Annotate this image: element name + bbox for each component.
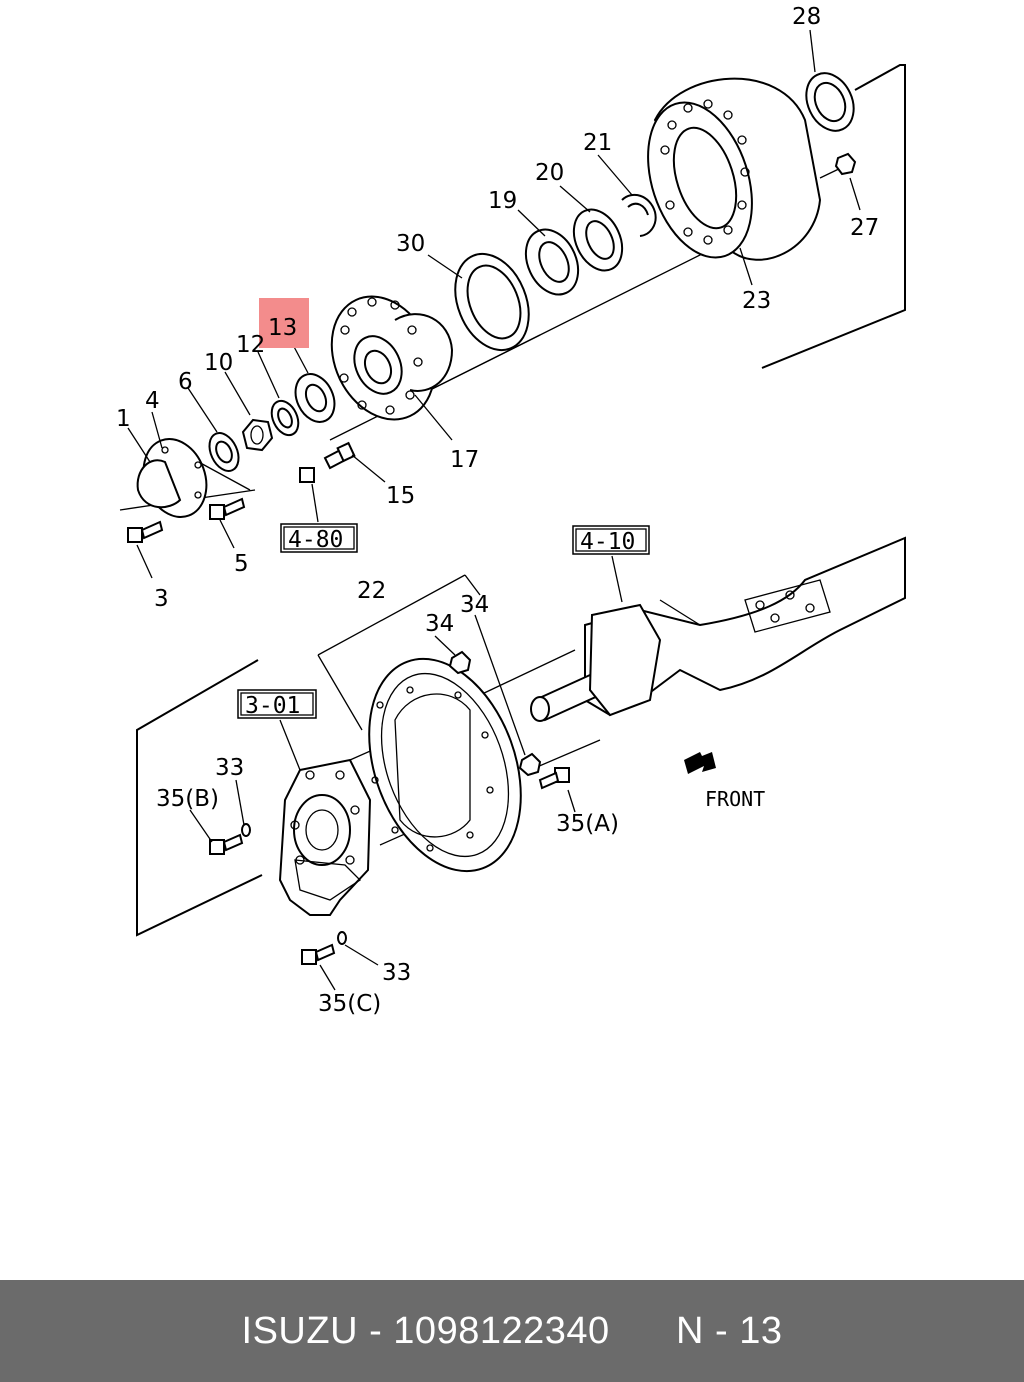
callout-22: 22 (357, 578, 386, 604)
callout-1: 1 (116, 406, 131, 432)
bolt-35b (209, 833, 244, 855)
wheel-hub (330, 295, 454, 421)
callout-35a: 35(A) (556, 811, 619, 837)
callout-13: 13 (268, 315, 297, 341)
callout-highlight (259, 298, 309, 348)
front-direction-label: FRONT (705, 787, 765, 811)
cap-bolt-3 (127, 520, 164, 543)
footer-separator: - (358, 1309, 394, 1352)
caliper-bracket (278, 758, 372, 916)
callout-4: 4 (145, 388, 160, 414)
cap-bolt-5 (209, 497, 246, 520)
front-arrow-icon (684, 752, 716, 774)
exploded-parts-diagram: 28 21 20 19 30 27 23 13 12 10 6 4 1 17 1… (116, 4, 906, 1017)
callout-34-right: 34 (460, 592, 489, 618)
upper-leader-lines (127, 29, 861, 579)
svg-text:3-01: 3-01 (245, 693, 300, 719)
footer-bar: ISUZU - 1098122340 N - 13 (0, 1280, 1024, 1382)
reference-box-4-80: 4-80 (280, 523, 358, 553)
outer-bearing (572, 208, 624, 272)
callout-10: 10 (204, 350, 233, 376)
abs-tone-ring (454, 252, 530, 352)
callout-33-upper: 33 (215, 755, 244, 781)
footer-gap (610, 1310, 676, 1353)
footer-part-number: 1098122340 (393, 1309, 610, 1352)
callout-12: 12 (236, 332, 265, 358)
callout-30: 30 (396, 231, 425, 257)
snap-ring (621, 193, 657, 237)
oil-seal (805, 72, 855, 132)
reference-box-4-10: 4-10 (572, 525, 650, 555)
callout-23: 23 (742, 288, 771, 314)
callout-35c: 35(C) (318, 991, 381, 1017)
callout-27: 27 (850, 215, 879, 241)
callout-33-lower: 33 (382, 960, 411, 986)
bolt-35a (538, 767, 570, 790)
svg-text:4-80: 4-80 (288, 527, 343, 553)
washer (270, 399, 300, 437)
callout-15: 15 (386, 483, 415, 509)
lower-leader-lines (189, 555, 623, 991)
callout-19: 19 (488, 188, 517, 214)
brake-drum (647, 77, 822, 261)
callout-17: 17 (450, 447, 479, 473)
footer-brand: ISUZU (241, 1309, 359, 1352)
backing-plate (368, 657, 522, 873)
callout-35b: 35(B) (156, 786, 219, 812)
callout-21: 21 (583, 130, 612, 156)
hub-cap (136, 438, 208, 518)
wheel-nut (834, 152, 857, 176)
svg-text:4-10: 4-10 (580, 529, 635, 555)
bolt-35c (301, 943, 336, 965)
callout-6: 6 (178, 369, 193, 395)
plate-nut-lower (518, 752, 542, 777)
callout-3: 3 (154, 586, 169, 612)
callout-34-left: 34 (425, 611, 454, 637)
washer-33-lower (337, 931, 347, 945)
washer-33-upper (241, 823, 251, 837)
small-fitting (299, 467, 315, 483)
highlighted-bearing (294, 373, 336, 423)
plate-nut-upper (448, 650, 472, 675)
callout-20: 20 (535, 160, 564, 186)
hub-nut (241, 418, 274, 452)
callout-28: 28 (792, 4, 821, 30)
callout-labels: 28 21 20 19 30 27 23 13 12 10 6 4 1 17 1… (116, 4, 879, 1017)
reference-box-3-01: 3-01 (237, 689, 317, 719)
lock-washer (208, 432, 240, 472)
hub-bolt (323, 441, 356, 470)
inner-bearing-race (524, 228, 580, 296)
callout-5: 5 (234, 551, 249, 577)
front-axle (530, 536, 906, 722)
footer-page: N - 13 (676, 1309, 783, 1352)
